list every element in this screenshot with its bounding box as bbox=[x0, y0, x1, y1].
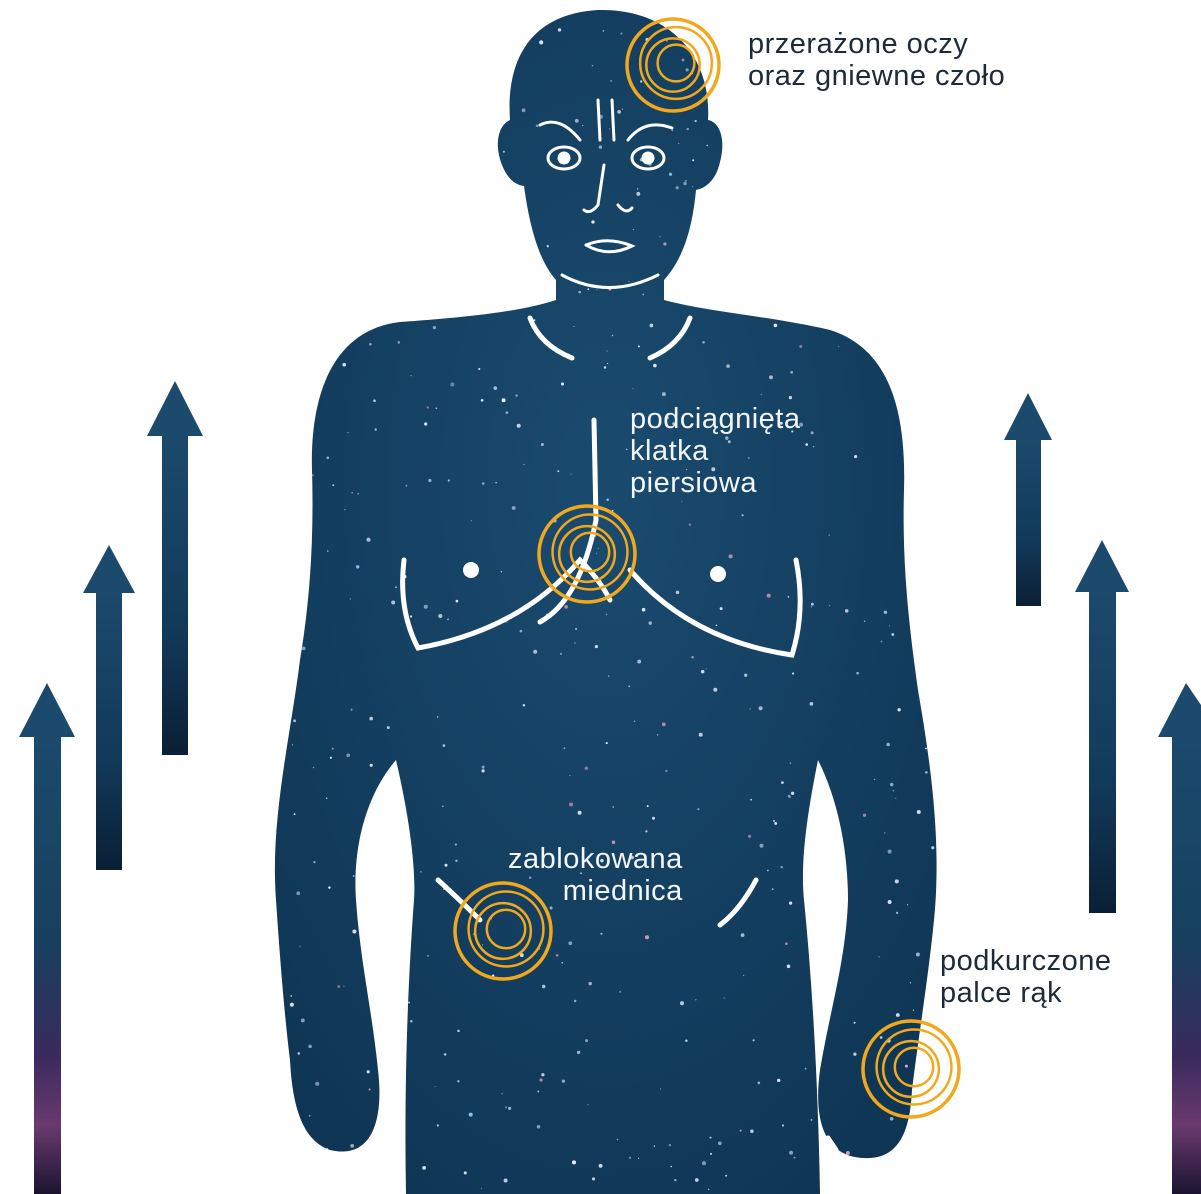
up-arrow-icon bbox=[1158, 683, 1201, 1194]
label-eyes-line1: przerażone oczy bbox=[748, 28, 1005, 60]
label-chest-line1: podciągnięta bbox=[630, 403, 800, 435]
up-arrow-icon bbox=[1075, 540, 1129, 913]
label-pelvis-line2: miednica bbox=[508, 875, 683, 907]
label-fingers-line2: palce rąk bbox=[940, 977, 1112, 1009]
label-chest: podciągnięta klatka piersiowa bbox=[630, 403, 800, 499]
label-fingers: podkurczone palce rąk bbox=[940, 945, 1112, 1009]
human-figure-icon bbox=[275, 10, 937, 1194]
up-arrow-icon bbox=[83, 545, 135, 870]
label-chest-line2: klatka bbox=[630, 435, 800, 467]
label-fingers-line1: podkurczone bbox=[940, 945, 1112, 977]
label-pelvis: zablokowana miednica bbox=[508, 843, 683, 907]
label-pelvis-line1: zablokowana bbox=[508, 843, 683, 875]
label-chest-line3: piersiowa bbox=[630, 467, 800, 499]
label-eyes-line2: oraz gniewne czoło bbox=[748, 60, 1005, 92]
up-arrow-icon bbox=[1004, 393, 1052, 606]
up-arrow-icon bbox=[19, 683, 75, 1194]
label-eyes-forehead: przerażone oczy oraz gniewne czoło bbox=[748, 28, 1005, 92]
up-arrow-icon bbox=[147, 381, 203, 755]
